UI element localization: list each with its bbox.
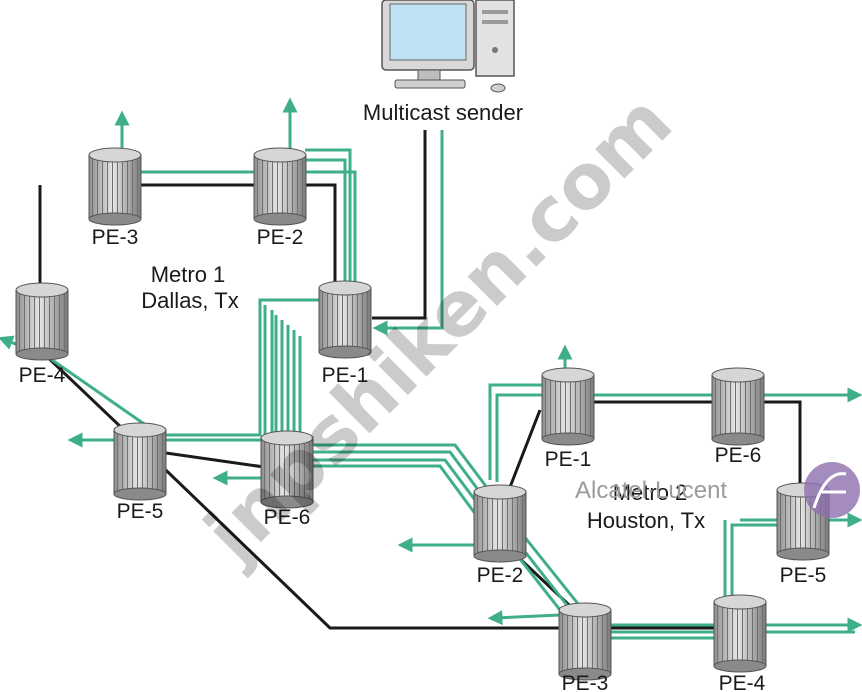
computer-icon <box>381 0 515 93</box>
metro2-name: Metro 2 <box>613 480 688 505</box>
flow-to-m1pe5-left <box>67 305 267 448</box>
label-m1-pe2: PE-2 <box>257 226 304 249</box>
link-m2-pe1-pe2 <box>503 409 542 501</box>
router-m2-pe2[interactable] <box>473 484 527 563</box>
sender-label: Multicast sender <box>363 100 523 125</box>
flow-sender-to-m1pe1 <box>372 130 444 336</box>
router-m2-pe4[interactable] <box>713 594 767 673</box>
flow-to-m1pe2-b <box>305 148 352 300</box>
flow-to-m1pe3 <box>114 110 357 300</box>
brand-watermark: Alcatel·Lucent <box>575 477 727 504</box>
label-m2-pe4: PE-4 <box>719 672 766 692</box>
metro2-location: Houston, Tx <box>587 508 705 533</box>
label-m2-pe5: PE-5 <box>780 564 827 587</box>
router-m2-pe1[interactable] <box>541 367 595 446</box>
router-m1-pe5[interactable] <box>113 422 167 501</box>
router-m2-pe3[interactable] <box>558 602 612 681</box>
label-m2-pe6: PE-6 <box>715 444 762 467</box>
metro1-name: Metro 1 <box>151 262 226 287</box>
flow-bundle-3 <box>292 330 800 640</box>
flow-bundle-4 <box>298 336 498 543</box>
label-m2-pe3: PE-3 <box>562 672 609 692</box>
metro1-location: Dallas, Tx <box>141 288 238 313</box>
link-sender-pe1 <box>372 130 427 320</box>
label-m1-pe6: PE-6 <box>264 506 311 529</box>
router-m1-pe2[interactable] <box>253 147 307 226</box>
label-m1-pe3: PE-3 <box>92 226 139 249</box>
label-m1-pe4: PE-4 <box>19 364 66 387</box>
flow-to-m2-west-left <box>487 610 561 626</box>
label-m1-pe1: PE-1 <box>322 364 369 387</box>
router-m1-pe3[interactable] <box>88 147 142 226</box>
label-m1-pe5: PE-5 <box>117 500 164 523</box>
brand-logo-icon <box>804 462 860 518</box>
link-m1-pe5-m2pe3 <box>143 448 585 630</box>
flow-bundle-1 <box>280 320 862 633</box>
router-m1-pe4[interactable] <box>15 282 69 361</box>
label-m2-pe1: PE-1 <box>545 448 592 471</box>
flow-to-m1pe2 <box>282 97 347 300</box>
label-m2-pe2: PE-2 <box>477 564 524 587</box>
router-m2-pe6[interactable] <box>711 367 765 446</box>
